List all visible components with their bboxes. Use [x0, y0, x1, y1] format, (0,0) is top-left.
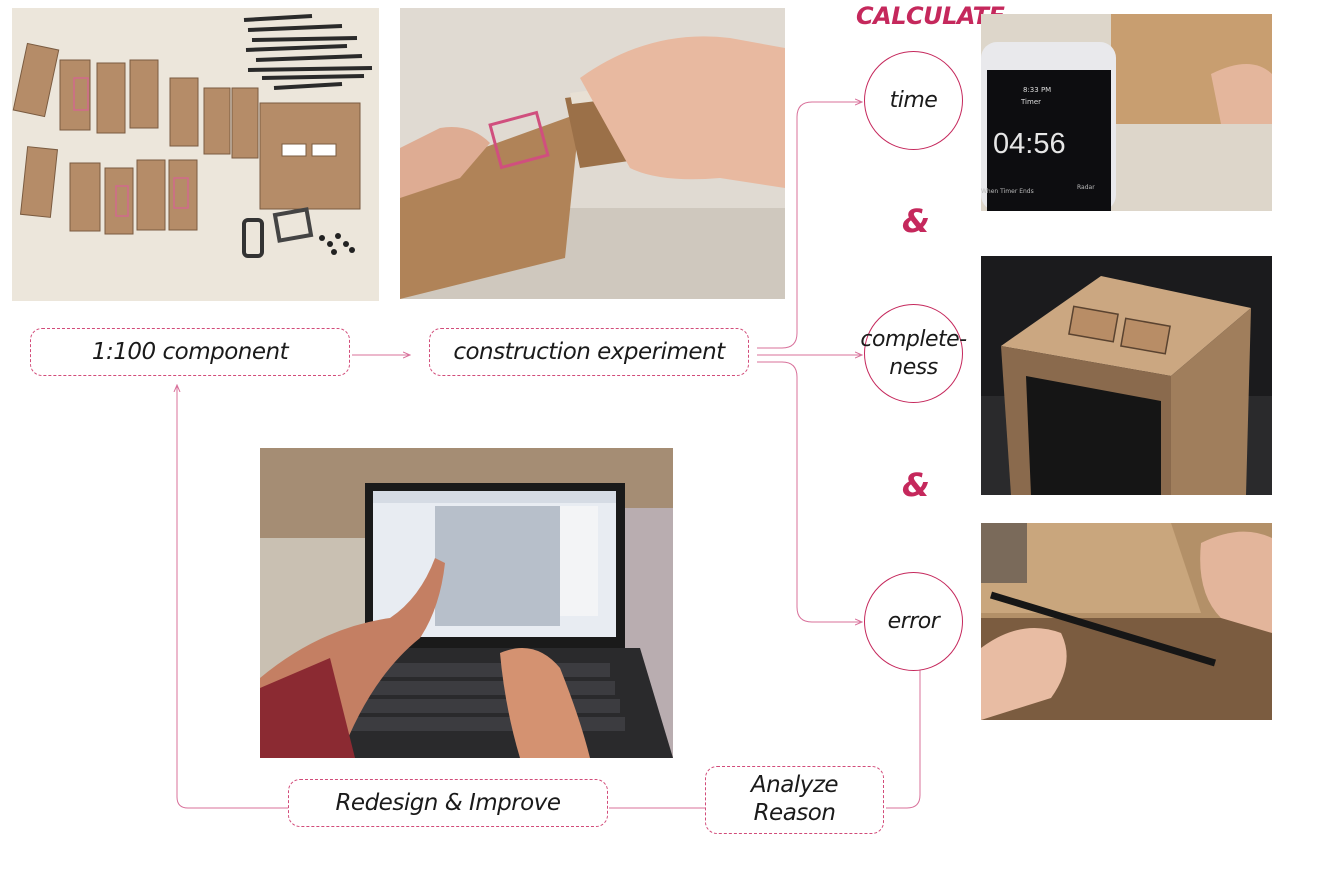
- timer-value: 04:56: [993, 128, 1066, 160]
- time-circle: time: [864, 51, 963, 150]
- timer-footer-left: When Timer Ends: [981, 188, 1034, 195]
- completeness-circle: complete- ness: [860, 304, 967, 403]
- laptop-photo: [260, 448, 673, 758]
- timer-photo: 8:33 PM Timer 04:56 When Timer Ends Rada…: [981, 14, 1272, 211]
- completeness-label-2: ness: [889, 354, 938, 380]
- error-photo: [981, 523, 1272, 720]
- component-label: 1:100 component: [91, 339, 289, 365]
- components-photo: [12, 8, 379, 301]
- error-circle: error: [864, 572, 963, 671]
- redesign-box: Redesign & Improve: [288, 779, 608, 827]
- completeness-label-1: complete-: [860, 327, 967, 352]
- component-box: 1:100 component: [30, 328, 350, 376]
- timer-clock: 8:33 PM: [1023, 86, 1052, 94]
- timer-app-title: Timer: [1021, 98, 1042, 106]
- timer-footer-right: Radar: [1077, 184, 1095, 191]
- experiment-label: construction experiment: [453, 339, 725, 365]
- redesign-label: Redesign & Improve: [335, 790, 561, 816]
- ampersand-2: &: [902, 466, 930, 504]
- analyze-label: Analyze: [750, 772, 839, 799]
- ampersand-1: &: [902, 202, 930, 240]
- calculate-title: CALCULATE: [856, 2, 1005, 30]
- assembly-photo: [400, 8, 785, 299]
- error-label: error: [887, 608, 940, 634]
- experiment-box: construction experiment: [429, 328, 749, 376]
- reason-label: Reason: [753, 800, 836, 826]
- time-label: time: [889, 87, 938, 113]
- analyze-box: Analyze Reason: [705, 766, 884, 834]
- box-photo: [981, 256, 1272, 495]
